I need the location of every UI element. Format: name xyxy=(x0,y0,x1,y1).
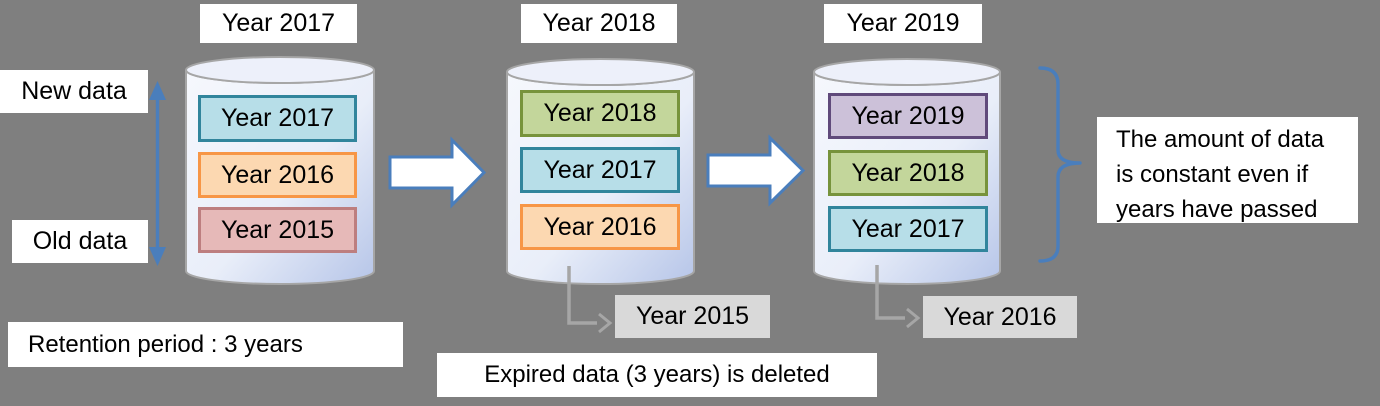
data-block-year-2016: Year 2016 xyxy=(520,204,680,250)
elbow-connector-icon xyxy=(567,266,613,334)
deleted-data-year-2015: Year 2015 xyxy=(615,295,770,338)
constant-amount-note: The amount of data is constant even if y… xyxy=(1097,117,1358,223)
flow-arrow-icon xyxy=(706,134,806,207)
data-block-year-2019: Year 2019 xyxy=(828,93,988,139)
new-data-label: New data xyxy=(0,70,148,113)
cylinder-title-2019: Year 2019 xyxy=(824,4,982,43)
flow-arrow-icon xyxy=(388,136,487,209)
expired-data-note: Expired data (3 years) is deleted xyxy=(437,353,877,397)
data-block-year-2017: Year 2017 xyxy=(198,95,357,142)
data-block-year-2017: Year 2017 xyxy=(520,147,680,193)
data-block-year-2016: Year 2016 xyxy=(198,152,357,198)
brace-icon xyxy=(1038,66,1082,263)
retention-period-note: Retention period : 3 years xyxy=(8,322,403,367)
cylinder-title-2017: Year 2017 xyxy=(200,4,357,43)
cylinder-title-2018: Year 2018 xyxy=(521,4,677,43)
deleted-data-year-2016: Year 2016 xyxy=(923,296,1077,338)
data-block-year-2018: Year 2018 xyxy=(520,90,680,137)
double-arrow-icon xyxy=(149,81,166,266)
data-block-year-2018: Year 2018 xyxy=(828,150,988,196)
data-block-year-2015: Year 2015 xyxy=(198,207,357,253)
elbow-connector-icon xyxy=(875,265,921,329)
old-data-label: Old data xyxy=(12,220,148,263)
data-block-year-2017: Year 2017 xyxy=(828,206,988,252)
